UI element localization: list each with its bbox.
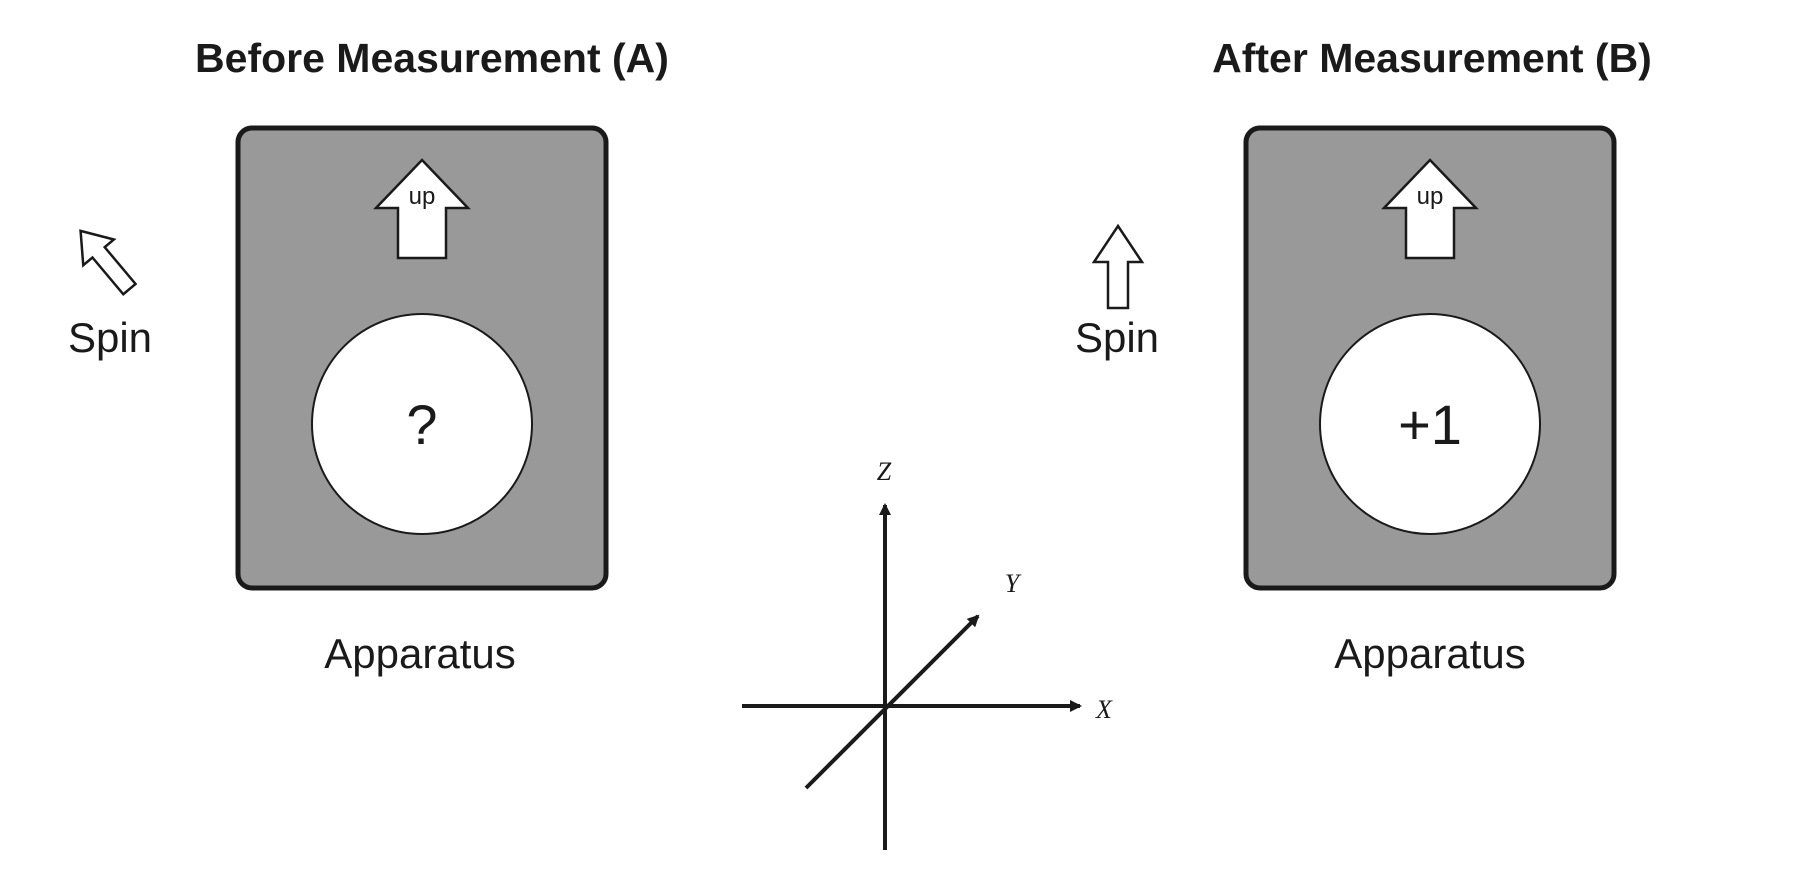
panel-a-apparatus-label: Apparatus: [324, 630, 515, 677]
panel-b-title: After Measurement (B): [1212, 35, 1652, 81]
coordinate-axes: Z X Y: [742, 457, 1113, 850]
panel-a-up-label: up: [409, 183, 436, 210]
panel-a-reading: ?: [406, 393, 437, 456]
panel-a: Before Measurement (A) Spin up ? Apparat…: [68, 35, 669, 677]
panel-b-up-label: up: [1417, 183, 1444, 210]
x-axis-label: X: [1095, 695, 1113, 724]
tilted-hollow-arrow-icon: [79, 229, 138, 297]
panel-b-apparatus-label: Apparatus: [1334, 630, 1525, 677]
apparatus-a-dial: [311, 313, 533, 535]
y-axis-label: Y: [1005, 569, 1022, 598]
y-axis: [804, 614, 980, 790]
panel-b-spin-label: Spin: [1075, 314, 1159, 361]
z-axis-label: Z: [877, 457, 892, 486]
panel-a-title: Before Measurement (A): [195, 35, 669, 81]
up-arrow-icon: [1381, 158, 1479, 260]
upward-hollow-arrow-icon: [1091, 223, 1145, 310]
apparatus-b-dial: [1319, 313, 1541, 535]
up-arrow-icon: [373, 158, 471, 260]
panel-b-reading: +1: [1398, 393, 1462, 456]
panel-a-spin-label: Spin: [68, 314, 152, 361]
panel-b: After Measurement (B) Spin up +1 Apparat…: [1075, 35, 1652, 677]
